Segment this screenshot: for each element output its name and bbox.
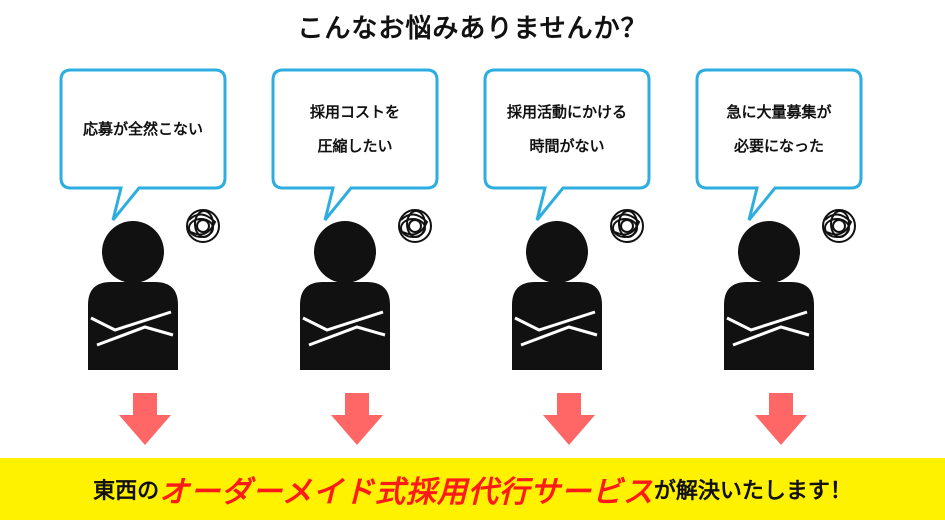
scribble-thought-icon xyxy=(398,209,432,243)
worry-column-2: 採用コストを 圧縮したい xyxy=(255,0,455,460)
worry-line: 採用活動にかける xyxy=(506,103,627,121)
scribble-thought-icon xyxy=(186,209,220,243)
banner-prefix: 東西の xyxy=(93,479,160,504)
worry-column-4: 急に大量募集が 必要になった xyxy=(679,0,879,460)
worry-text-3: 採用活動にかける 時間がない xyxy=(487,70,647,188)
banner-suffix: が解決いたします！ xyxy=(653,479,852,504)
worry-line: 急に大量募集が xyxy=(726,103,832,121)
worried-person-icon xyxy=(300,209,432,370)
worried-person-icon xyxy=(88,209,220,370)
speech-bubble-icon xyxy=(483,68,651,221)
worried-person-icon xyxy=(512,209,644,370)
arrow-down-icon xyxy=(331,393,383,445)
worry-line: 時間がない xyxy=(529,137,605,155)
headline: こんなお悩みありませんか？ xyxy=(297,14,648,44)
worry-text-2: 採用コストを 圧縮したい xyxy=(275,70,435,188)
worry-text-4: 急に大量募集が 必要になった xyxy=(699,70,859,188)
worry-column-3: 採用活動にかける 時間がない xyxy=(467,0,667,460)
worry-line: 応募が全然こない xyxy=(82,120,203,138)
banner-highlight: オーダーメイド式採用代行サービス xyxy=(159,475,654,510)
worry-line: 圧縮したい xyxy=(317,137,393,155)
arrow-down-icon xyxy=(755,393,807,445)
speech-bubble-icon xyxy=(695,68,863,221)
worry-column-1: 応募が全然こない xyxy=(43,0,243,460)
arrow-down-icon xyxy=(543,393,595,445)
solution-banner: 東西の オーダーメイド式採用代行サービス が解決いたします！ xyxy=(0,458,945,520)
worry-text-1: 応募が全然こない xyxy=(63,70,223,188)
worried-person-icon xyxy=(724,209,856,370)
scribble-thought-icon xyxy=(822,209,856,243)
worry-line: 採用コストを xyxy=(309,103,400,121)
worry-line: 必要になった xyxy=(733,137,824,155)
arrow-down-icon xyxy=(119,393,171,445)
speech-bubble-icon xyxy=(271,68,439,221)
scribble-thought-icon xyxy=(610,209,644,243)
speech-bubble-icon xyxy=(59,68,227,221)
